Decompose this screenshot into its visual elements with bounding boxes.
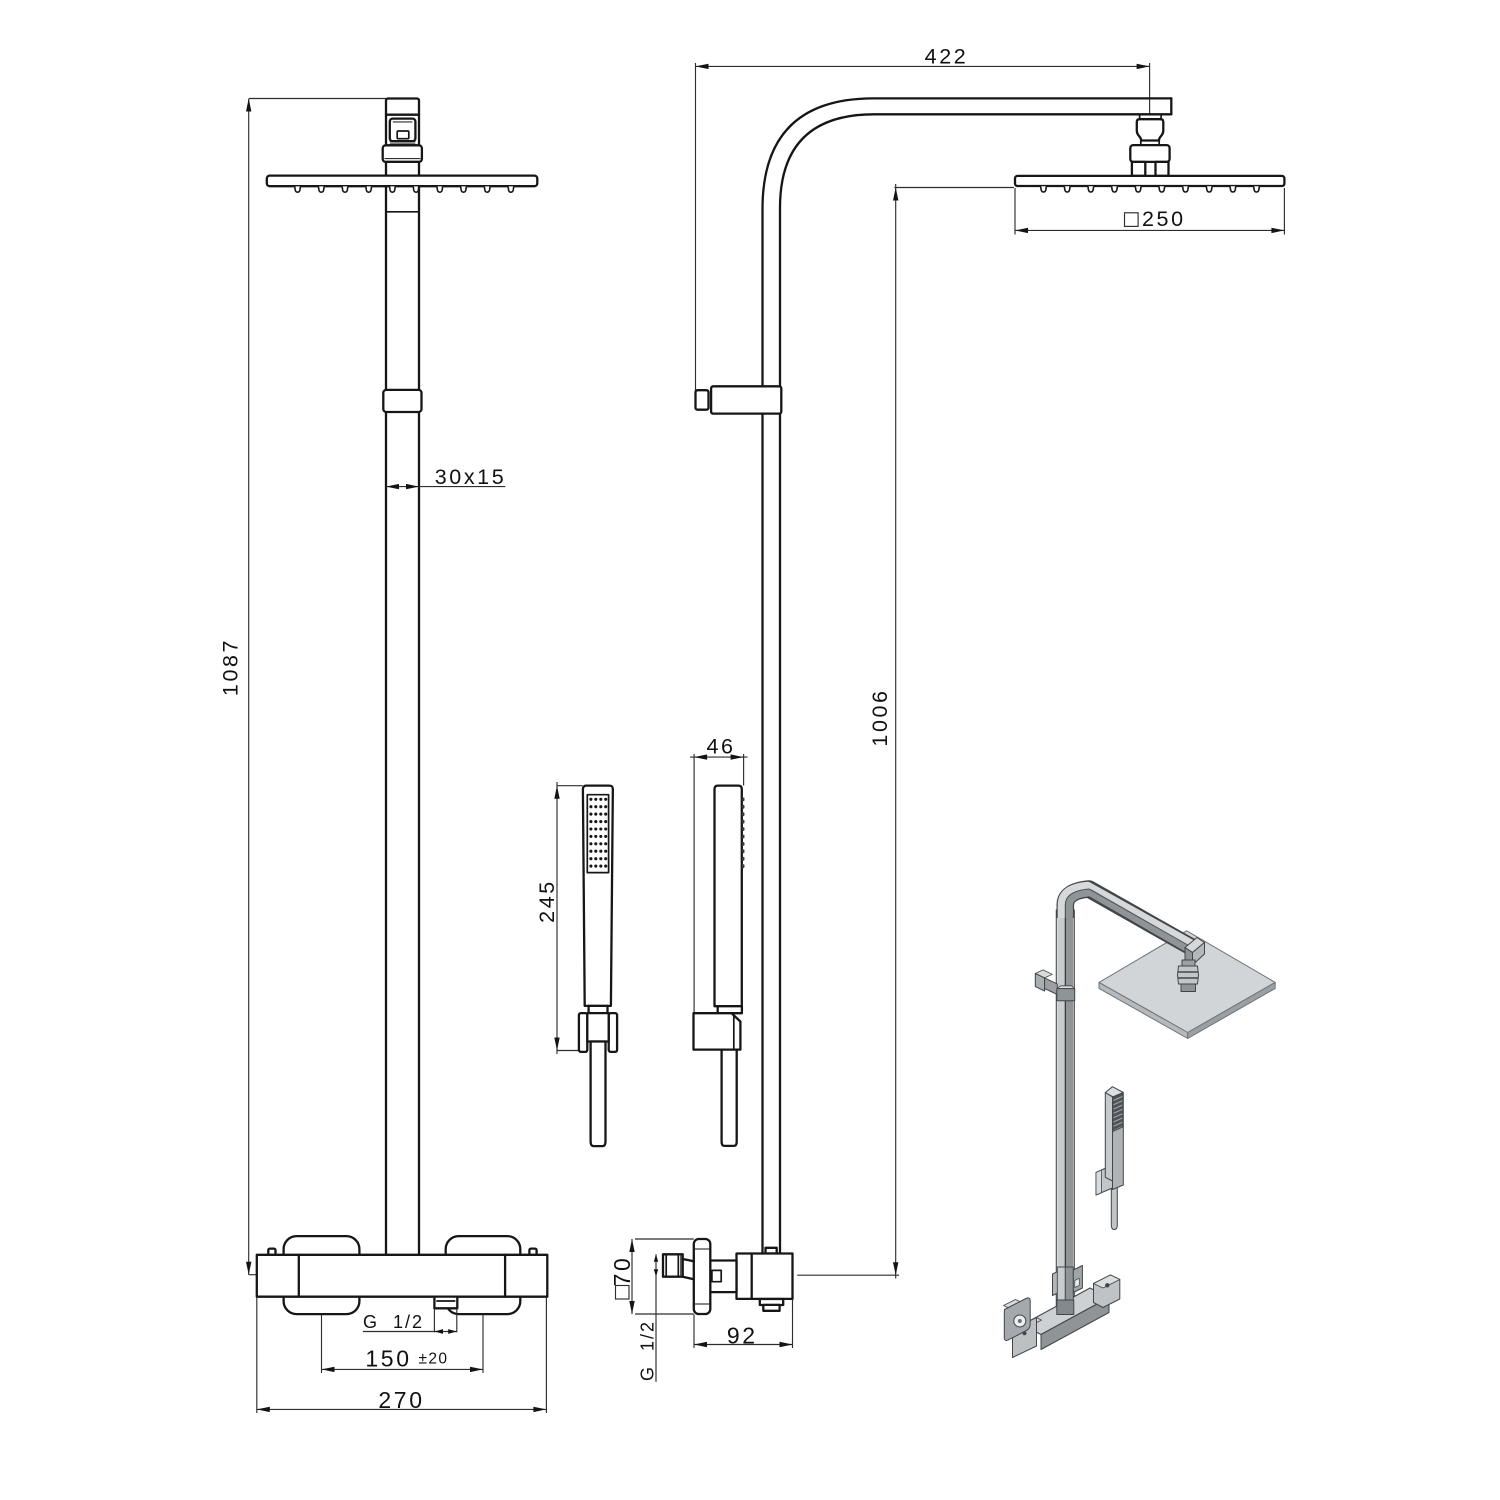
svg-text:245: 245 bbox=[535, 879, 559, 923]
svg-text:30x15: 30x15 bbox=[435, 465, 507, 489]
svg-text:±20: ±20 bbox=[419, 1351, 449, 1368]
svg-text:92: 92 bbox=[727, 1322, 758, 1348]
svg-text:422: 422 bbox=[925, 44, 969, 68]
svg-text:1087: 1087 bbox=[219, 638, 243, 696]
svg-text:70: 70 bbox=[609, 1256, 635, 1287]
svg-text:1006: 1006 bbox=[868, 688, 892, 746]
svg-text:250: 250 bbox=[1142, 207, 1186, 231]
svg-text:270: 270 bbox=[378, 1387, 424, 1413]
svg-text:150: 150 bbox=[365, 1346, 411, 1372]
svg-text:46: 46 bbox=[706, 735, 735, 759]
svg-text:G 1/2: G 1/2 bbox=[363, 1312, 424, 1332]
svg-text:G 1/2: G 1/2 bbox=[638, 1320, 658, 1381]
